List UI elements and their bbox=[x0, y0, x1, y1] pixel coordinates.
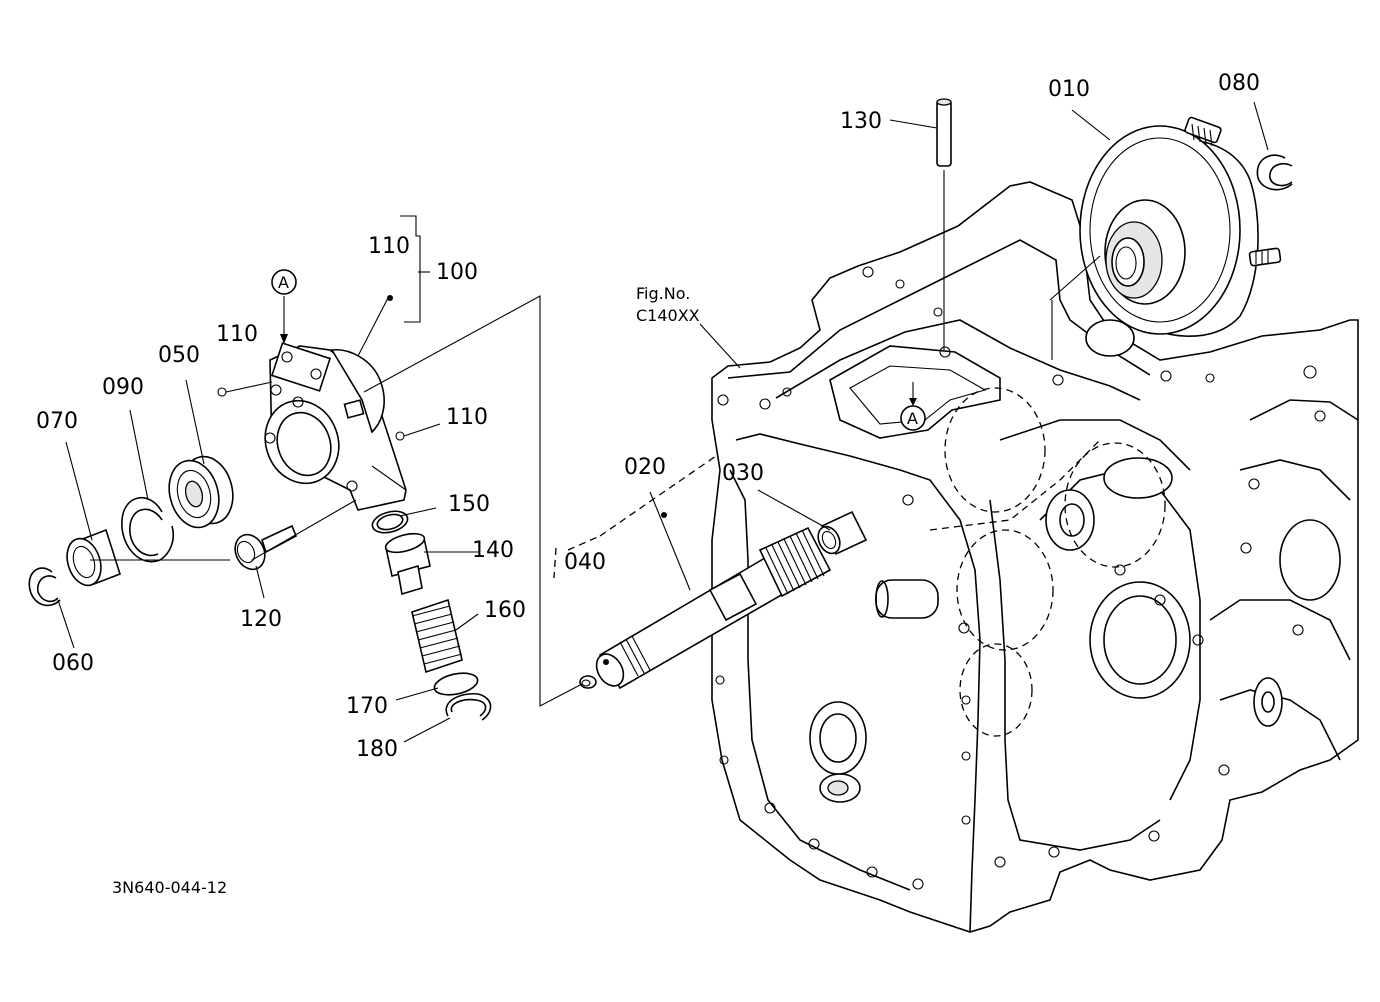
leader-lines bbox=[57, 101, 1269, 743]
label-050: 050 bbox=[158, 343, 200, 368]
label-100: 100 bbox=[436, 260, 478, 285]
plug-040 bbox=[579, 675, 597, 689]
label-140: 140 bbox=[472, 538, 514, 563]
case-view-marker-label: A bbox=[907, 409, 918, 428]
snap-ring-080 bbox=[1256, 154, 1293, 191]
plunger-140 bbox=[384, 532, 431, 596]
label-150: 150 bbox=[448, 492, 490, 517]
label-110-right: 110 bbox=[446, 405, 488, 430]
bolt-120 bbox=[234, 524, 298, 571]
label-110-top: 110 bbox=[368, 234, 410, 259]
housing-100 bbox=[264, 342, 407, 511]
view-marker-label: A bbox=[278, 273, 289, 292]
figure-ref-line1: Fig.No. bbox=[636, 284, 690, 303]
label-160: 160 bbox=[484, 598, 526, 623]
bearing-050 bbox=[168, 455, 234, 529]
label-120: 120 bbox=[240, 607, 282, 632]
label-110-left: 110 bbox=[216, 322, 258, 347]
pin-130 bbox=[936, 98, 952, 350]
transmission-case: A bbox=[711, 181, 1359, 933]
label-010: 010 bbox=[1048, 77, 1090, 102]
label-040: 040 bbox=[564, 550, 606, 575]
bushing-030 bbox=[817, 510, 868, 556]
drawing-code: 3N640-044-12 bbox=[112, 878, 227, 897]
label-180: 180 bbox=[356, 737, 398, 762]
part-labels: 010 020 030 040 050 060 070 080 090 100 … bbox=[36, 71, 1260, 897]
spring-160 bbox=[411, 598, 463, 674]
label-080: 080 bbox=[1218, 71, 1260, 96]
snap-ring-180 bbox=[445, 692, 492, 721]
label-060: 060 bbox=[52, 651, 94, 676]
figure-ref-line2: C140XX bbox=[636, 306, 700, 325]
label-090: 090 bbox=[102, 375, 144, 400]
label-130: 130 bbox=[840, 109, 882, 134]
label-020: 020 bbox=[624, 455, 666, 480]
label-170: 170 bbox=[346, 694, 388, 719]
label-070: 070 bbox=[36, 409, 78, 434]
drum-assembly-010 bbox=[1079, 116, 1282, 337]
snap-ring-090 bbox=[121, 496, 175, 563]
snap-ring-060 bbox=[28, 567, 61, 607]
o-ring-150 bbox=[371, 510, 409, 534]
label-030: 030 bbox=[722, 461, 764, 486]
shaft-020 bbox=[595, 526, 832, 690]
collar-070 bbox=[66, 528, 121, 587]
